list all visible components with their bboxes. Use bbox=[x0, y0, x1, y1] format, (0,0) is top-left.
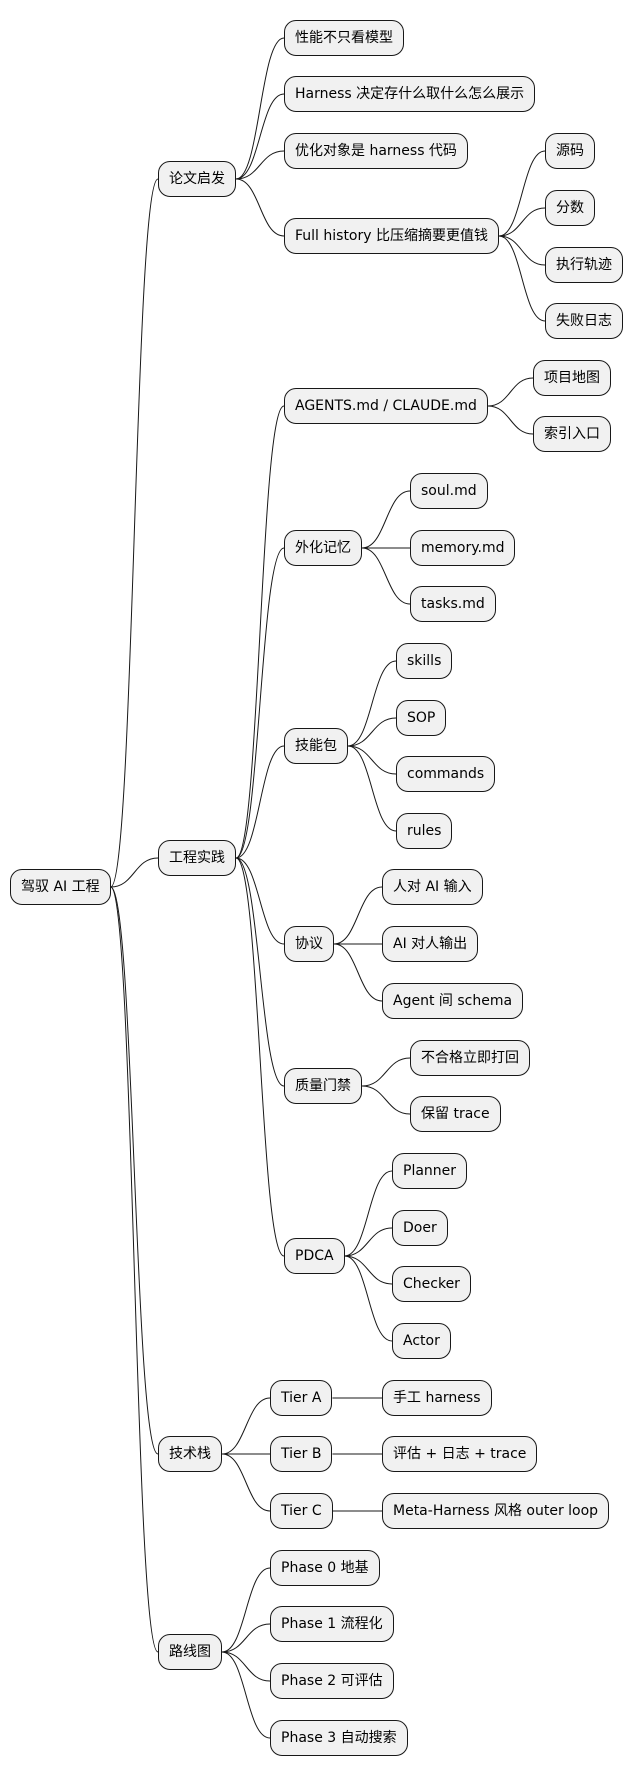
branch-node-engineering-practice: 工程实践 bbox=[158, 840, 236, 876]
connector-line bbox=[235, 857, 285, 1257]
root-node: 驾驭 AI 工程 bbox=[10, 869, 111, 905]
connector-line bbox=[498, 150, 546, 237]
leaf-node: Planner bbox=[392, 1153, 468, 1189]
connector-line bbox=[221, 1397, 271, 1455]
leaf-node: Meta-Harness 风格 outer loop bbox=[382, 1493, 610, 1529]
leaf-node: Phase 0 地基 bbox=[270, 1550, 380, 1586]
connector-line bbox=[344, 1227, 393, 1257]
connector-line bbox=[221, 1567, 271, 1653]
subbranch-node: PDCA bbox=[284, 1238, 345, 1274]
connector-line bbox=[333, 943, 383, 1002]
subbranch-node: 协议 bbox=[284, 926, 334, 962]
leaf-node: 评估 + 日志 + trace bbox=[382, 1436, 538, 1472]
leaf-node: skills bbox=[396, 643, 453, 679]
leaf-node: 执行轨迹 bbox=[545, 247, 623, 283]
connector-line bbox=[347, 660, 397, 747]
connector-line bbox=[487, 405, 534, 435]
leaf-node: Checker bbox=[392, 1266, 471, 1302]
connector-line bbox=[498, 207, 546, 237]
subbranch-node: AGENTS.md / CLAUDE.md bbox=[284, 388, 488, 424]
leaf-node: 人对 AI 输入 bbox=[382, 869, 483, 905]
leaf-node: 源码 bbox=[545, 133, 595, 169]
leaf-node: 失败日志 bbox=[545, 303, 623, 339]
connector-line bbox=[110, 886, 159, 1455]
connector-line bbox=[221, 1651, 271, 1682]
leaf-node: 优化对象是 harness 代码 bbox=[284, 133, 468, 169]
connector-line bbox=[498, 235, 546, 322]
connector-line bbox=[221, 1623, 271, 1653]
leaf-node: commands bbox=[396, 756, 496, 792]
connector-line bbox=[344, 1170, 393, 1257]
connector-line bbox=[221, 1651, 271, 1739]
leaf-node: 不合格立即打回 bbox=[410, 1040, 530, 1076]
connector-line bbox=[235, 178, 285, 237]
connector-line bbox=[235, 93, 285, 180]
leaf-node: memory.md bbox=[410, 530, 516, 566]
connector-line bbox=[235, 857, 285, 945]
connector-line bbox=[361, 1085, 411, 1115]
leaf-node: AI 对人输出 bbox=[382, 926, 479, 962]
leaf-node: Actor bbox=[392, 1323, 451, 1359]
leaf-node: 分数 bbox=[545, 190, 595, 226]
leaf-node: rules bbox=[396, 813, 453, 849]
subbranch-node: Tier A bbox=[270, 1380, 333, 1416]
subbranch-node: Tier B bbox=[270, 1436, 333, 1472]
connector-line bbox=[221, 1453, 271, 1512]
connector-line bbox=[235, 745, 285, 859]
connector-line bbox=[235, 405, 285, 859]
connector-line bbox=[344, 1255, 393, 1285]
subbranch-node: 外化记忆 bbox=[284, 530, 362, 566]
connector-line bbox=[344, 1255, 393, 1342]
leaf-node: Phase 2 可评估 bbox=[270, 1663, 394, 1699]
branch-node-roadmap: 路线图 bbox=[158, 1634, 222, 1670]
connector-line bbox=[110, 886, 159, 1653]
connector-line bbox=[235, 857, 285, 1087]
connector-line bbox=[361, 490, 411, 549]
connector-line bbox=[487, 377, 534, 407]
connector-line bbox=[361, 547, 411, 605]
leaf-node: 手工 harness bbox=[382, 1380, 492, 1416]
connector-line bbox=[361, 1057, 411, 1087]
connector-line bbox=[110, 857, 159, 888]
subbranch-node: 质量门禁 bbox=[284, 1068, 362, 1104]
leaf-node: SOP bbox=[396, 700, 447, 736]
leaf-node: Harness 决定存什么取什么怎么展示 bbox=[284, 76, 536, 112]
connector-line bbox=[235, 150, 285, 180]
connector-line bbox=[498, 235, 546, 266]
connector-line bbox=[347, 717, 397, 747]
subbranch-node: Full history 比压缩摘要更值钱 bbox=[284, 218, 499, 254]
connector-line bbox=[347, 745, 397, 775]
branch-node-paper-insights: 论文启发 bbox=[158, 161, 236, 197]
connector-line bbox=[235, 547, 285, 859]
branch-node-tech-stack: 技术栈 bbox=[158, 1436, 222, 1472]
leaf-node: 性能不只看模型 bbox=[284, 20, 404, 56]
leaf-node: 项目地图 bbox=[533, 360, 611, 396]
connector-line bbox=[333, 886, 383, 945]
connector-line bbox=[110, 178, 159, 888]
subbranch-node: 技能包 bbox=[284, 728, 348, 764]
leaf-node: tasks.md bbox=[410, 586, 496, 622]
connector-line bbox=[235, 37, 285, 180]
leaf-node: Phase 1 流程化 bbox=[270, 1606, 394, 1642]
leaf-node: Agent 间 schema bbox=[382, 983, 524, 1019]
leaf-node: 索引入口 bbox=[533, 416, 611, 452]
leaf-node: Doer bbox=[392, 1210, 448, 1246]
connector-line bbox=[347, 745, 397, 832]
leaf-node: soul.md bbox=[410, 473, 488, 509]
leaf-node: 保留 trace bbox=[410, 1096, 501, 1132]
leaf-node: Phase 3 自动搜索 bbox=[270, 1720, 408, 1756]
subbranch-node: Tier C bbox=[270, 1493, 333, 1529]
